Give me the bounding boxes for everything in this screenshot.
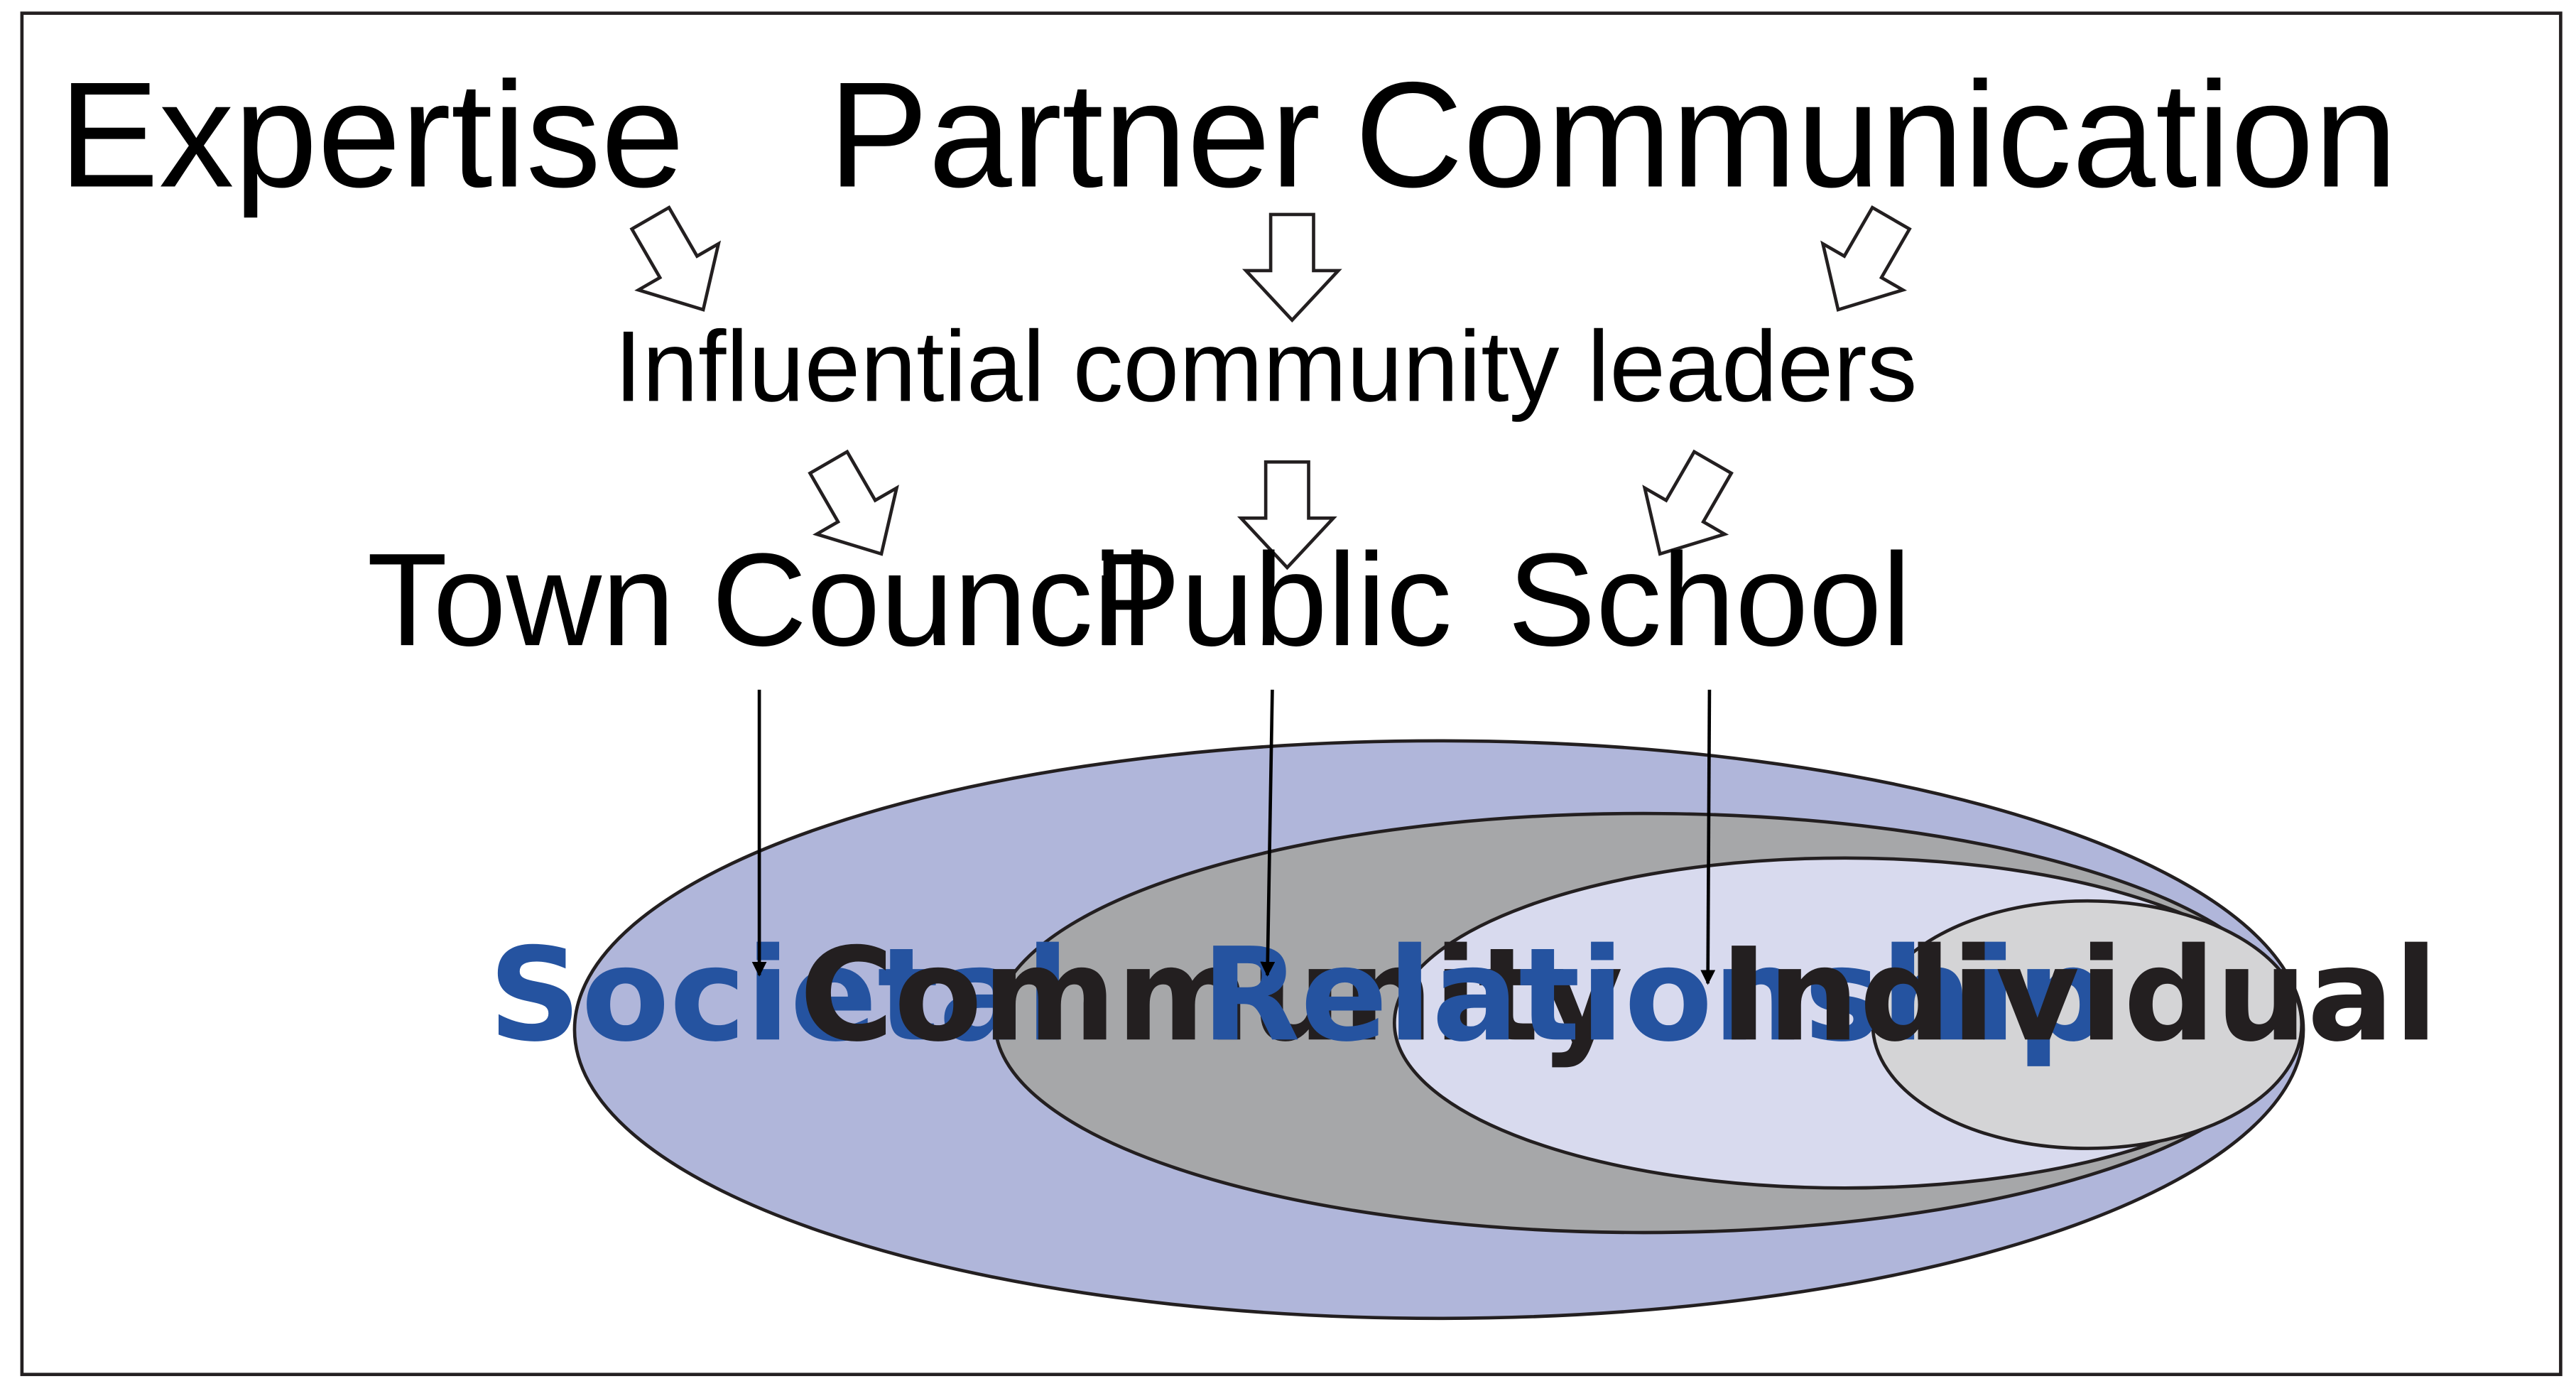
- source-label-expertise: Expertise: [59, 50, 685, 218]
- figure-frame: [20, 11, 2563, 1377]
- level-label-community: Community: [800, 920, 1624, 1070]
- target-label-town-council: Town Council: [367, 526, 1152, 673]
- level-label-relationship: Relationship: [1202, 920, 2109, 1070]
- source-label-partner: Partner: [828, 50, 1320, 218]
- level-label-individual: Individual: [1720, 920, 2438, 1070]
- hub-label: Influential community leaders: [614, 310, 1918, 423]
- arrow-public-to-community: [1260, 689, 1276, 977]
- level-individual-ellipse: [1871, 899, 2304, 1150]
- levels-ellipses: [572, 739, 2305, 1321]
- source-label-communication: Communication: [1354, 50, 2397, 218]
- level-label-societal: Societal: [489, 920, 1070, 1070]
- target-label-school: School: [1508, 526, 1911, 673]
- hollow-arrow-partner: [1246, 215, 1338, 320]
- target-label-public: Public: [1092, 526, 1452, 673]
- arrow-school-to-relationship: [1700, 689, 1716, 985]
